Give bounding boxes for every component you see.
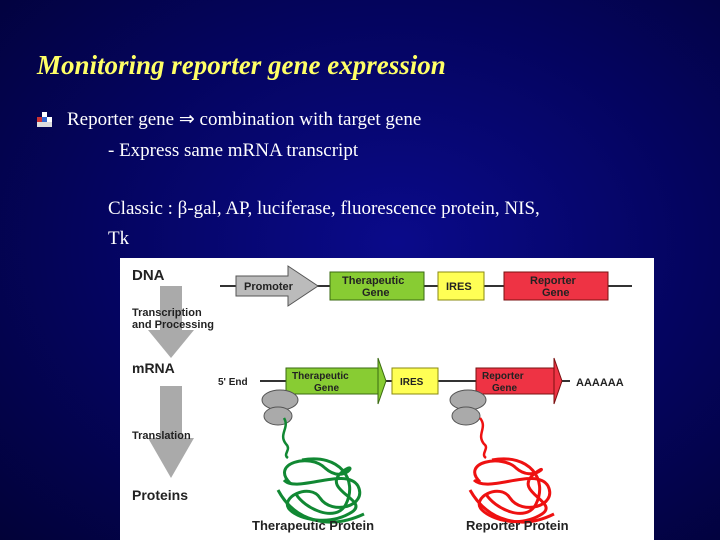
line3-text-start: Classic : (108, 198, 178, 219)
svg-text:Gene: Gene (492, 383, 517, 394)
line3-text-end: -gal, AP, luciferase, fluorescence prote… (187, 198, 540, 219)
line1-text-start: Reporter gene (67, 109, 179, 130)
therapeutic-protein-tangle (276, 457, 365, 524)
ribosome-reporter (449, 389, 488, 460)
line1-text-end: combination with target gene (194, 109, 422, 130)
label-transcription: Transcription (132, 307, 202, 319)
svg-text:Therapeutic: Therapeutic (342, 275, 404, 287)
svg-text:Therapeutic: Therapeutic (292, 371, 349, 382)
svg-text:Promoter: Promoter (244, 281, 294, 293)
slide-title: Monitoring reporter gene expression (37, 50, 446, 80)
svg-text:IRES: IRES (400, 377, 424, 388)
sub-line-classic-reporters: Classic : β-gal, AP, luciferase, fluores… (108, 198, 540, 220)
implies-symbol: ⇒ (178, 108, 195, 130)
mrna-therapeutic-gene: Therapeutic Gene (285, 357, 387, 405)
svg-text:Reporter: Reporter (530, 275, 577, 287)
label-proteins: Proteins (132, 487, 188, 503)
label-polya-tail: AAAAAA (576, 377, 624, 389)
dna-reporter-gene: Reporter Gene (503, 271, 609, 301)
mrna-ires: IRES (391, 367, 439, 395)
bullet-line-reporter-combination: Reporter gene ⇒ combination with target … (67, 108, 421, 131)
svg-text:Gene: Gene (542, 287, 570, 299)
bullet-icon (37, 112, 52, 127)
svg-text:IRES: IRES (446, 281, 472, 293)
process-arrow-transcription (148, 286, 194, 358)
process-arrow-translation (148, 386, 194, 478)
label-reporter-protein: Reporter Protein (466, 518, 569, 533)
dna-therapeutic-gene: Therapeutic Gene (329, 271, 425, 301)
label-therapeutic-protein: Therapeutic Protein (252, 518, 374, 533)
svg-text:Reporter: Reporter (482, 371, 524, 382)
sub-line-express-mrna: - Express same mRNA transcript (108, 140, 359, 161)
sub-line-classic-reporters-cont: Tk (108, 228, 130, 249)
reporter-gene-diagram: DNA Transcription and Processing mRNA Tr… (120, 258, 654, 540)
label-dna: DNA (132, 267, 165, 284)
label-five-end: 5' End (218, 377, 248, 388)
mrna-reporter-gene: Reporter Gene (475, 357, 563, 405)
label-translation: Translation (132, 430, 191, 442)
ribosome-therapeutic (261, 389, 299, 460)
svg-text:Gene: Gene (314, 383, 339, 394)
svg-text:Gene: Gene (362, 287, 390, 299)
reporter-protein-tangle (468, 457, 555, 524)
promoter-arrow: Promoter (235, 265, 319, 307)
diagram-svg: DNA Transcription and Processing mRNA Tr… (132, 265, 632, 533)
beta-symbol: β (177, 198, 188, 219)
dna-ires: IRES (437, 271, 485, 301)
label-mrna: mRNA (132, 360, 175, 376)
label-processing: and Processing (132, 319, 214, 331)
